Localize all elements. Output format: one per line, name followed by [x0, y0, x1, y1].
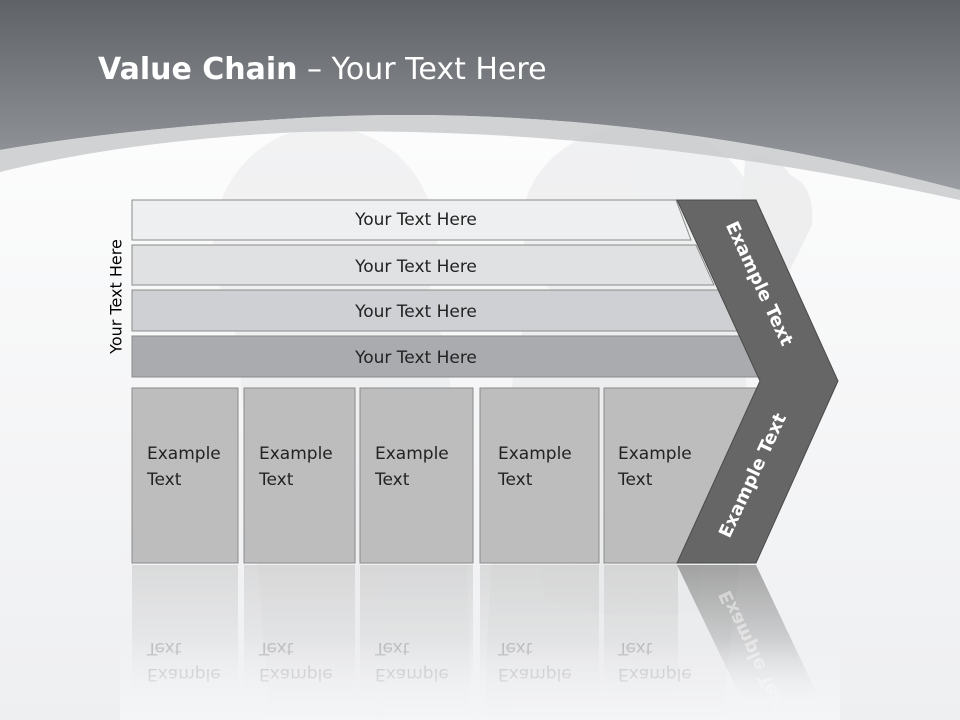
chevron-arrow: [676, 199, 839, 564]
column-4-line-2: Text: [497, 470, 533, 490]
column-1: [131, 387, 239, 564]
column-5-line-1: Example: [618, 444, 692, 464]
bar-1: [131, 199, 692, 241]
column-1-line-2: Text: [146, 470, 182, 490]
column-2-line-1: Example: [259, 444, 333, 464]
bar-4-label: Your Text Here: [354, 348, 477, 368]
column-3: [359, 387, 474, 564]
bar-1-label: Your Text Here: [354, 210, 477, 230]
header-swoosh: [0, 115, 960, 200]
bar-2: [131, 244, 715, 286]
bar-2-label: Your Text Here: [354, 257, 477, 277]
column-4: [479, 387, 600, 564]
column-1-line-1: Example: [147, 444, 221, 464]
page-title-rest: – Your Text Here: [297, 52, 547, 87]
page-title: Value Chain – Your Text Here: [98, 52, 547, 87]
column-2: [243, 387, 356, 564]
page-title-bold: Value Chain: [98, 52, 298, 87]
column-2-line-2: Text: [258, 470, 294, 490]
side-label: Your Text Here: [106, 239, 126, 354]
header-band: [0, 0, 960, 190]
column-5-line-2: Text: [617, 470, 653, 490]
bar-3-label: Your Text Here: [354, 302, 477, 322]
reflection: Example Text Example Text Example Text E…: [120, 565, 840, 720]
column-3-line-1: Example: [375, 444, 449, 464]
column-group: [131, 387, 763, 564]
column-3-line-2: Text: [374, 470, 410, 490]
column-4-line-1: Example: [498, 444, 572, 464]
